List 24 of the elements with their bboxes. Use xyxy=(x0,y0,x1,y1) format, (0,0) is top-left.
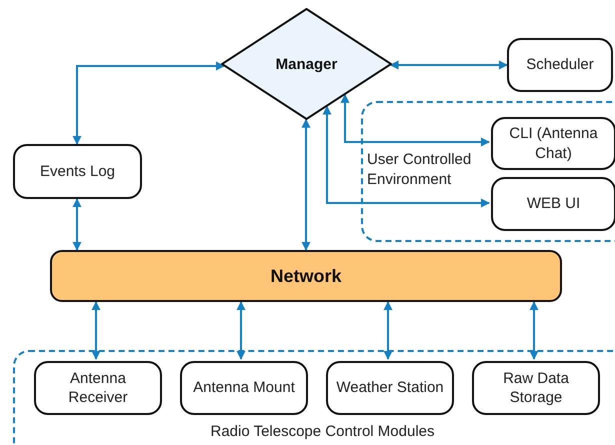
connector-arrow xyxy=(236,301,246,360)
network-bar: Network xyxy=(50,250,562,302)
connector-arrow xyxy=(530,301,538,360)
process-box: Events Log xyxy=(13,144,142,199)
group-label: User Controlled Environment xyxy=(367,150,472,189)
connector-arrow xyxy=(390,60,508,70)
process-box: CLI (Antenna Chat) xyxy=(491,117,615,170)
dashed-group xyxy=(361,101,615,242)
process-box: WEB UI xyxy=(491,177,615,231)
connector-arrow xyxy=(322,106,490,208)
connector-arrow xyxy=(72,198,82,251)
node-label: Manager xyxy=(274,56,338,72)
connector-arrow xyxy=(302,118,310,251)
connector-arrow xyxy=(92,301,100,360)
process-box: Weather Station xyxy=(326,361,454,415)
connector-arrow xyxy=(72,62,225,145)
process-box: Antenna Receiver xyxy=(34,361,162,415)
process-box: Scheduler xyxy=(507,38,613,92)
process-box: Antenna Mount xyxy=(180,361,308,415)
process-box: Raw Data Storage xyxy=(472,361,600,415)
dashed-group xyxy=(13,350,615,445)
group-label: Radio Telescope Control Modules xyxy=(209,422,436,442)
connector-arrow xyxy=(340,94,490,146)
connector-arrow xyxy=(384,301,392,360)
